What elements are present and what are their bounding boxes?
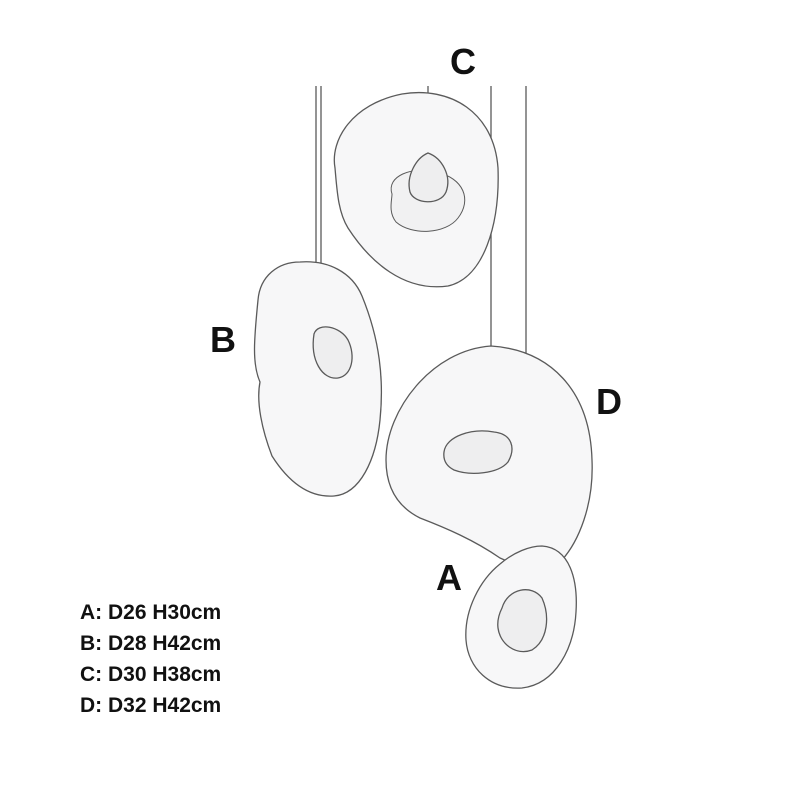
lamp-c-label: C xyxy=(450,41,476,82)
lamp-b xyxy=(253,261,383,497)
dimension-d: D: D32 H42cm xyxy=(80,694,222,717)
dimension-b: B: D28 H42cm xyxy=(80,632,222,655)
dimensions-list: A: D26 H30cm B: D28 H42cm C: D30 H38cm D… xyxy=(80,600,221,724)
lamp-d-label: D xyxy=(596,381,622,422)
dimension-c: C: D30 H38cm xyxy=(80,663,222,686)
lamp-b-label: B xyxy=(210,319,236,360)
lamp-d xyxy=(385,345,593,569)
lamp-c xyxy=(333,92,499,288)
lamp-a-label: A xyxy=(436,557,462,598)
dimension-a: A: D26 H30cm xyxy=(80,601,222,624)
lamp-a xyxy=(465,545,577,689)
